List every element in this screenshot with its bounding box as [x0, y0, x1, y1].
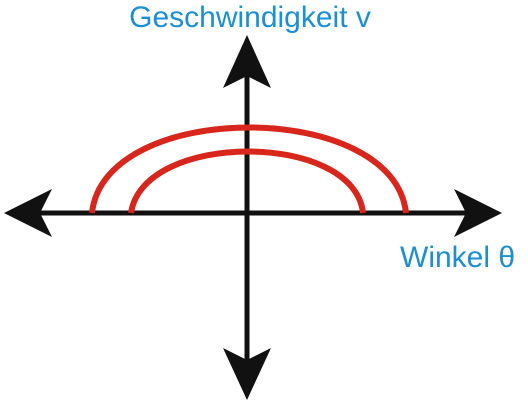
x-axis-label: Winkel θ: [400, 241, 515, 274]
y-axis-top-arrowhead: [223, 35, 271, 88]
horizontal-axis: [4, 189, 502, 237]
y-axis-bottom-arrowhead: [223, 348, 271, 400]
y-axis-label: Geschwindigkeit v: [129, 1, 371, 34]
x-axis-right-arrowhead: [454, 189, 502, 237]
outer-arc: [89, 124, 409, 214]
vertical-axis: [223, 35, 271, 400]
inner-arc: [128, 148, 366, 214]
x-axis-left-arrowhead: [4, 189, 52, 237]
